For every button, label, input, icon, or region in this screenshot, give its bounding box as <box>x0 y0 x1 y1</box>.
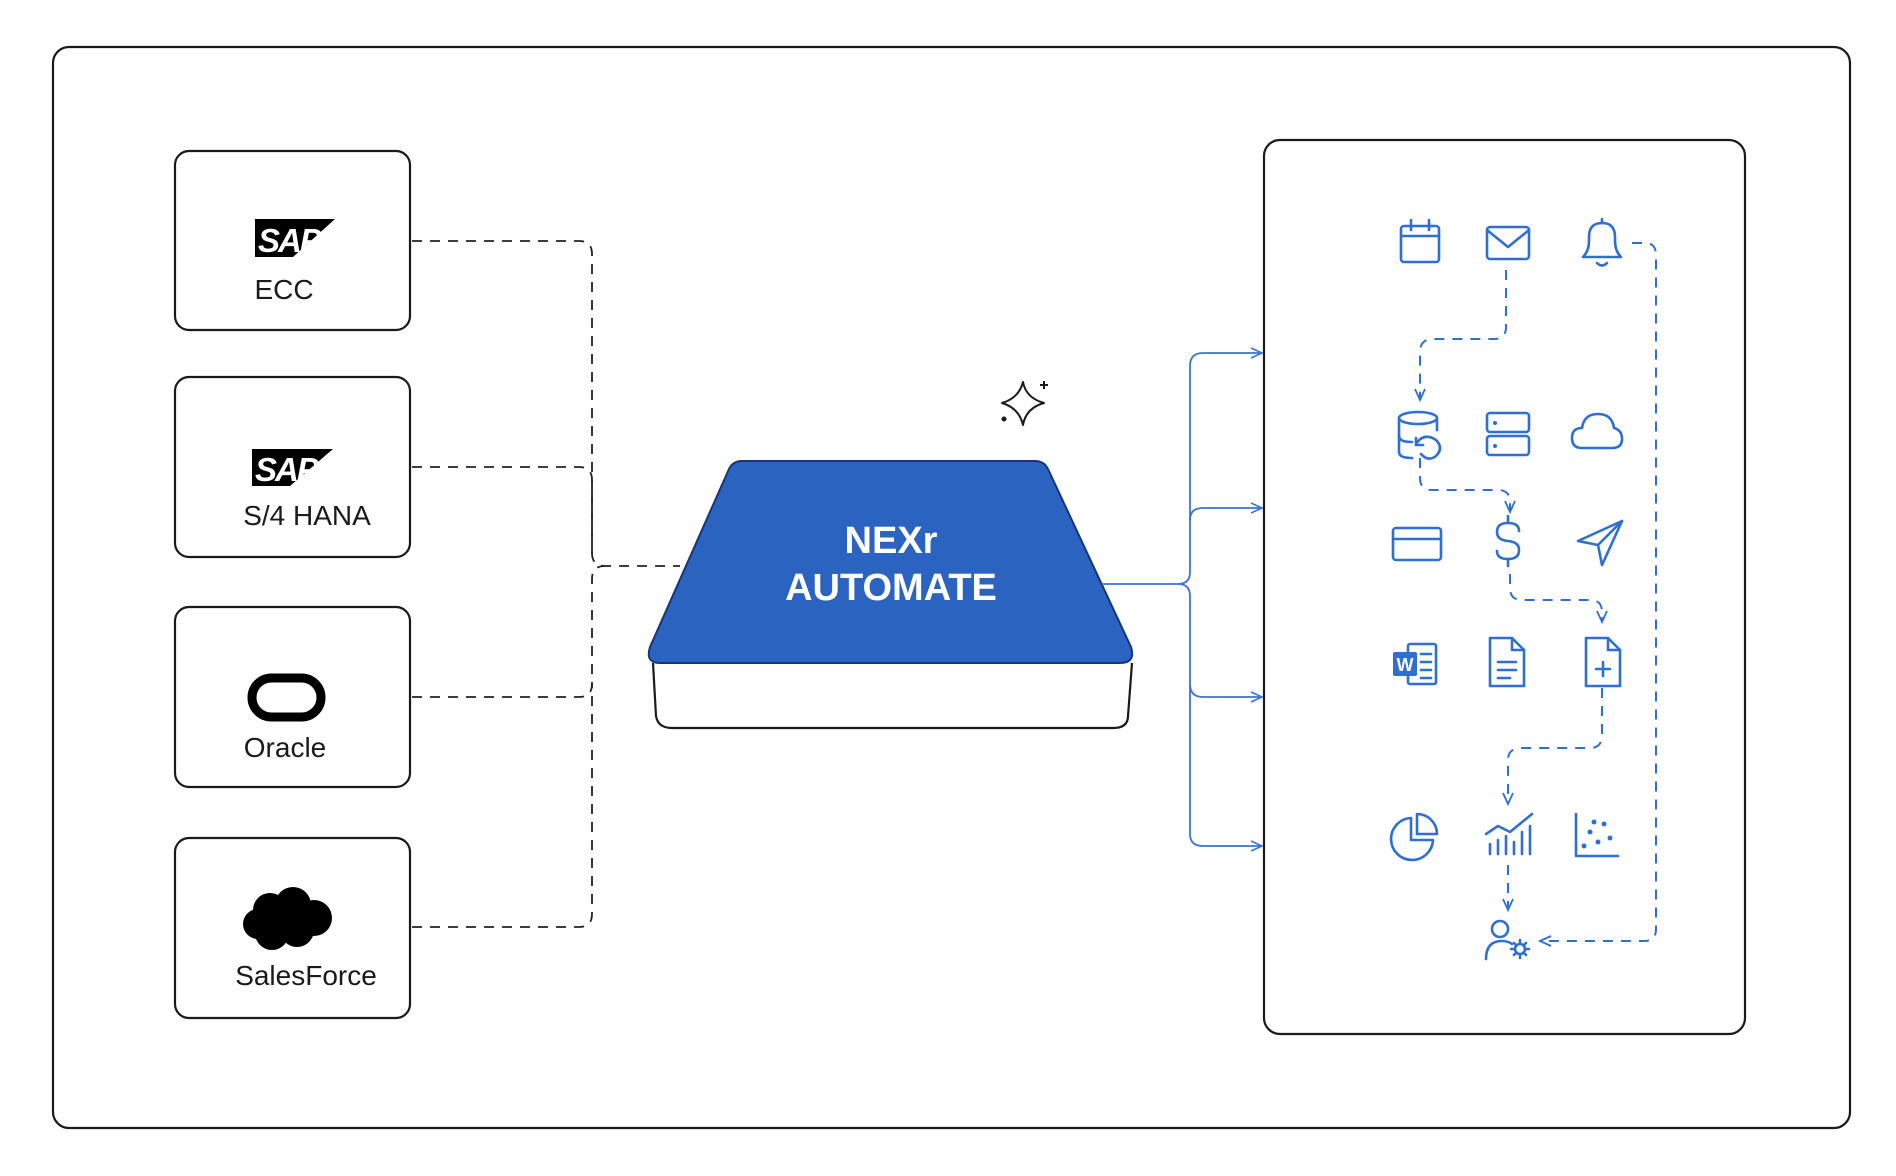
word-document-icon: W <box>1393 642 1438 686</box>
oracle-logo <box>247 673 326 722</box>
salesforce-cloud-logo <box>243 887 332 950</box>
panel-flow-lines <box>1420 242 1657 941</box>
document-icon <box>1488 636 1526 688</box>
source-connectors <box>412 240 680 928</box>
svg-text:SAP: SAP <box>255 451 320 488</box>
sap-logo: SAP <box>255 219 335 259</box>
scatter-chart-icon <box>1574 812 1620 858</box>
bell-icon <box>1581 217 1623 267</box>
credit-card-icon <box>1391 526 1443 562</box>
sparkle-icon <box>1001 381 1048 426</box>
file-add-icon <box>1584 636 1622 688</box>
svg-text:SAP: SAP <box>258 222 323 259</box>
hub-title-line1: NEXr <box>845 520 938 562</box>
server-icon <box>1485 411 1531 457</box>
hub-title-line2: AUTOMATE <box>785 567 997 609</box>
hub-nexr-automate[interactable]: NEXr AUTOMATE <box>647 460 1134 730</box>
source-label-ecc: ECC <box>254 274 313 305</box>
source-label-salesforce: SalesForce <box>235 960 377 991</box>
svg-text:W: W <box>1397 655 1414 675</box>
send-icon <box>1576 519 1624 567</box>
output-branches <box>1102 347 1264 852</box>
source-ecc: SAP ECC <box>173 149 412 332</box>
cloud-icon <box>1570 412 1624 450</box>
output-panel <box>1262 138 1747 1036</box>
source-salesforce: SalesForce <box>173 836 412 1020</box>
bar-trend-chart-icon <box>1484 812 1534 856</box>
source-oracle: Oracle <box>173 605 412 789</box>
hub-top <box>647 460 1134 664</box>
pie-chart-icon <box>1389 812 1439 862</box>
dollar-icon <box>1495 514 1521 568</box>
calendar-icon <box>1399 218 1441 264</box>
mail-icon <box>1485 225 1531 261</box>
source-s4hana: SAP S/4 HANA <box>173 375 412 559</box>
source-label-s4hana: S/4 HANA <box>243 500 371 531</box>
user-settings-icon <box>1484 919 1531 961</box>
database-sync-icon <box>1397 410 1442 460</box>
sap-logo: SAP <box>252 449 333 488</box>
hub-base <box>651 662 1134 730</box>
outer-frame <box>51 45 1852 1130</box>
source-label-oracle: Oracle <box>244 732 326 763</box>
